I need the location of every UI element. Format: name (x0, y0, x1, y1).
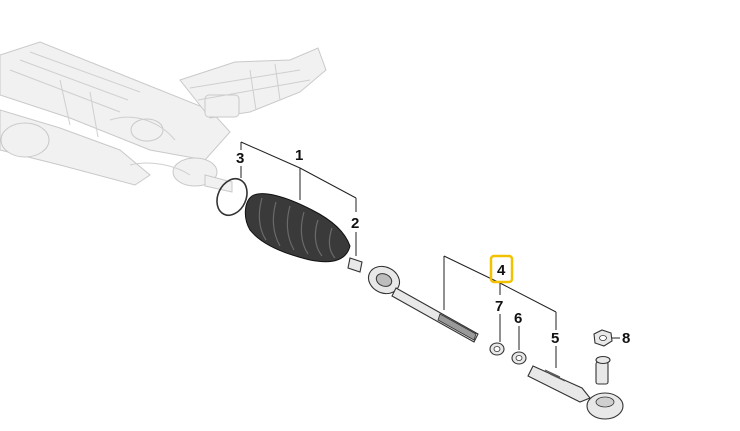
callout-3[interactable]: 3 (236, 150, 244, 167)
callout-5[interactable]: 5 (551, 330, 559, 347)
callout-4[interactable]: 4 (497, 262, 506, 279)
callout-8[interactable]: 8 (622, 330, 630, 347)
boot-clamp (347, 257, 363, 273)
inner-tie-rod (367, 265, 479, 343)
outer-tie-rod-end (527, 355, 624, 420)
hex-nut (593, 329, 613, 347)
o-ring (216, 177, 248, 217)
small-part-7 (489, 342, 505, 356)
steering-rack-housing (0, 41, 327, 193)
bellows-boot (244, 193, 351, 263)
small-part-6 (511, 351, 527, 365)
callout-7[interactable]: 7 (495, 298, 503, 315)
callout-1[interactable]: 1 (295, 147, 303, 164)
callout-2[interactable]: 2 (351, 215, 359, 232)
callout-4-highlight (489, 254, 514, 284)
callout-6[interactable]: 6 (514, 310, 522, 327)
